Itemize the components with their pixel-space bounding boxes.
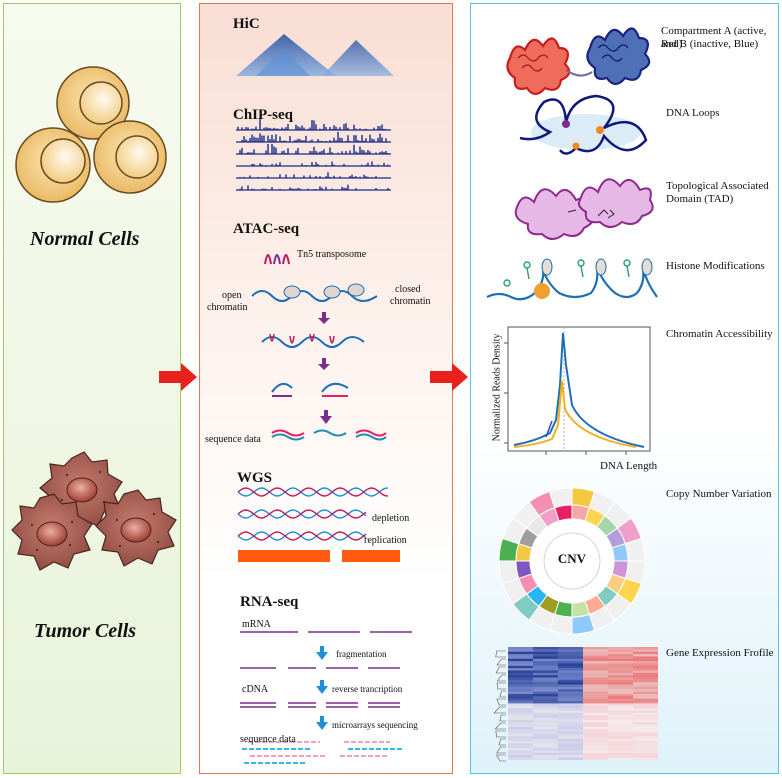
acc-xlabel: DNA Length — [600, 460, 658, 472]
chipseq-tracks — [236, 119, 391, 191]
replication-label: replication — [364, 535, 407, 546]
histone-label: Histone Modifications — [666, 260, 765, 272]
tad-label-2: Domain (TAD) — [666, 193, 734, 205]
cnv-center-label: CNV — [557, 551, 587, 566]
compartment-label-1: Compartment A (active, Red) — [661, 25, 767, 50]
cnv-label: Copy Number Variation — [666, 488, 772, 500]
chipseq-title: ChIP-seq — [233, 107, 294, 123]
atac-reads — [271, 429, 387, 441]
cnv-circos-plot — [498, 487, 646, 635]
tn5-transposome-icon — [264, 254, 290, 265]
normal-cells-illustration — [15, 66, 167, 203]
cdna-label: cDNA — [242, 684, 269, 695]
accessibility-label: Chromatin Accessibility — [666, 328, 773, 340]
chromatin-accessibility-plot — [504, 326, 651, 455]
depletion-label: depletion — [372, 513, 410, 524]
wgs-title: WGS — [237, 470, 273, 486]
atac-chromatin-diagram — [251, 283, 378, 397]
dna-loops-illustration — [519, 94, 648, 155]
down-arrow-icon — [320, 410, 332, 424]
reverse-transcription-label: reverse trancription — [332, 684, 403, 694]
compartment-label-2: and B (inactive, Blue) — [661, 38, 759, 50]
atacseq-title: ATAC-seq — [233, 221, 300, 237]
open-chromatin-label-2: chromatin — [207, 302, 248, 313]
normal-cells-label: Normal Cells — [30, 228, 140, 250]
gene-expression-label: Gene Expression Frofile — [666, 647, 774, 659]
tad-illustration — [514, 178, 654, 240]
open-chromatin-label-1: open — [222, 290, 242, 301]
dna-loops-label: DNA Loops — [666, 107, 720, 119]
acc-ylabel: Normalized Reads Density — [491, 333, 503, 442]
microarrays-label: microarrays sequencing — [332, 720, 418, 730]
closed-chromatin-label-1: closed — [395, 284, 421, 295]
histone-modifications-illustration — [486, 258, 658, 301]
tumor-cells-illustration — [11, 451, 177, 571]
hic-contact-map — [236, 34, 394, 76]
rna-sequence-data-label: sequence data — [240, 734, 296, 745]
fragmentation-label: fragmentation — [336, 649, 387, 659]
gene-expression-heatmap — [493, 647, 658, 762]
rnaseq-workflow — [240, 631, 412, 764]
arrow-right-icon — [430, 363, 468, 391]
rnaseq-title: RNA-seq — [240, 594, 299, 610]
atac-sequence-data-label: sequence data — [205, 434, 261, 445]
mrna-label: mRNA — [242, 619, 271, 630]
closed-chromatin-label-2: chromatin — [390, 296, 431, 307]
compartment-ab-illustration — [506, 27, 651, 96]
hic-title: HiC — [233, 16, 260, 32]
tumor-cells-label: Tumor Cells — [34, 620, 137, 642]
tad-label-1: Topological Associated — [666, 180, 769, 192]
tn5-label: Tn5 transposome — [297, 249, 367, 260]
arrow-right-icon — [159, 363, 197, 391]
wgs-dna-strands — [237, 487, 400, 562]
